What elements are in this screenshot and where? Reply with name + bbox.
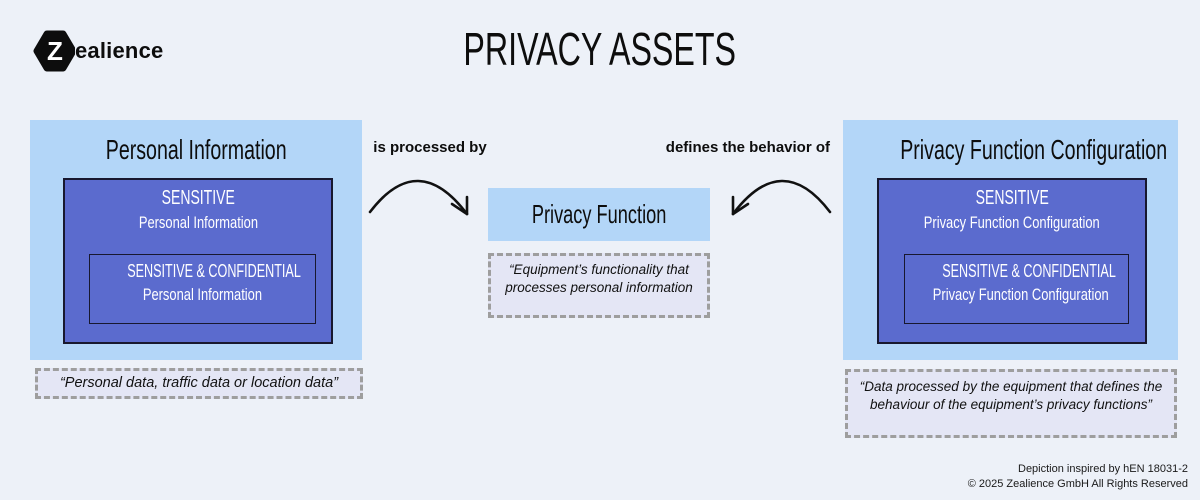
curved-arrow-left-icon <box>731 179 832 216</box>
personal-information-box: Personal Information SENSITIVE Personal … <box>30 120 362 360</box>
personal-information-quote: “Personal data, traffic data or location… <box>35 368 363 399</box>
footer-line-2: © 2025 Zealience GmbH All Rights Reserve… <box>967 477 1188 490</box>
footer-line-1: Depiction inspired by hEN 18031-2 <box>1018 463 1188 475</box>
sensitive-personal-information-box: SENSITIVE Personal Information SENSITIVE… <box>63 178 333 344</box>
relation-label-defines-behavior: defines the behavior of <box>665 139 830 156</box>
relation-label-is-processed-by: is processed by <box>373 139 487 156</box>
confidential-subject: Privacy Function Configuration <box>932 285 1109 304</box>
sensitive-privacy-function-configuration-box: SENSITIVE Privacy Function Configuration… <box>877 178 1147 344</box>
confidential-label: SENSITIVE & CONFIDENTIAL <box>127 261 301 281</box>
privacy-function-configuration-title: Privacy Function Configuration <box>900 134 1168 165</box>
privacy-function-configuration-box: Privacy Function Configuration SENSITIVE… <box>843 120 1178 360</box>
hexagon-z-icon: Z <box>33 30 75 72</box>
sensitive-label: SENSITIVE <box>161 187 235 209</box>
page-title: PRIVACY ASSETS <box>0 22 1200 76</box>
sensitive-subject: Privacy Function Configuration <box>924 213 1100 232</box>
personal-information-title: Personal Information <box>105 134 287 165</box>
sensitive-label: SENSITIVE <box>975 187 1049 209</box>
privacy-function-quote: “Equipment’s functionality that processe… <box>488 253 710 318</box>
zealience-logo: Z ealience <box>33 28 163 74</box>
page-title-text: PRIVACY ASSETS <box>463 23 737 75</box>
brand-letter: Z <box>47 36 63 66</box>
privacy-function-box: Privacy Function <box>488 188 710 241</box>
footer-credits: Depiction inspired by hEN 18031-2 © 2025… <box>968 462 1188 491</box>
sensitive-subject: Personal Information <box>138 213 258 232</box>
privacy-function-configuration-quote: “Data processed by the equipment that de… <box>845 369 1177 438</box>
curved-arrow-right-icon <box>368 179 469 216</box>
brand-text: ealience <box>75 38 164 63</box>
confidential-label: SENSITIVE & CONFIDENTIAL <box>942 261 1116 281</box>
confidential-subject: Personal Information <box>142 285 263 304</box>
sensitive-confidential-personal-information-box: SENSITIVE & CONFIDENTIAL Personal Inform… <box>89 254 316 324</box>
sensitive-confidential-privacy-function-configuration-box: SENSITIVE & CONFIDENTIAL Privacy Functio… <box>904 254 1129 324</box>
